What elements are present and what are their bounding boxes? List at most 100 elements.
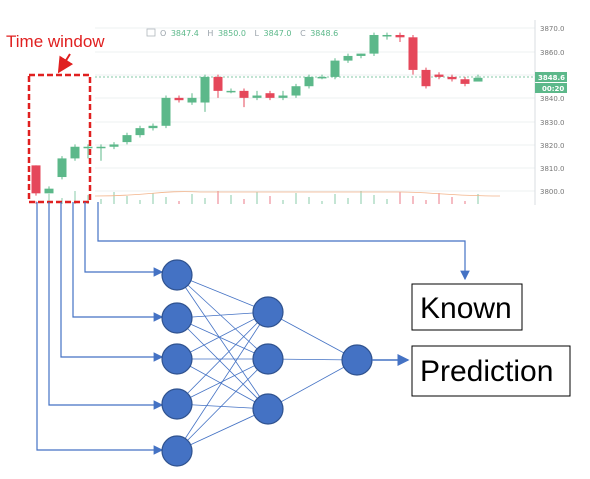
volume-bar	[321, 201, 322, 204]
volume-bar	[308, 197, 309, 204]
input-arrows	[37, 202, 465, 450]
hidden-node	[253, 344, 283, 374]
candle-body	[357, 54, 366, 56]
input-node	[162, 344, 192, 374]
candle-body	[214, 77, 223, 91]
y-tick: 3810.0	[540, 165, 565, 173]
candle-body	[318, 77, 327, 79]
input-arrow	[49, 202, 162, 405]
ohlc-low-value: 3847.0	[264, 29, 292, 38]
volume-bar	[217, 191, 218, 204]
price-tag-text: 3848.6	[538, 74, 565, 82]
known-box: Known	[412, 284, 522, 330]
candle-body	[149, 126, 158, 128]
input-node	[162, 389, 192, 419]
chart-grid	[95, 28, 535, 191]
volume-bar	[139, 200, 140, 204]
volume-bar	[126, 196, 127, 204]
candle-body	[292, 86, 301, 95]
volume-bar	[360, 191, 361, 204]
candle-body	[266, 93, 275, 98]
volume-bar	[373, 195, 374, 204]
candle-body	[396, 35, 405, 37]
candle-body	[448, 77, 457, 79]
ohlc-close-value: 3848.6	[310, 29, 338, 38]
volume-bar	[451, 197, 452, 204]
candle-body	[422, 70, 431, 86]
candle-body	[227, 91, 236, 93]
volume-bar	[269, 196, 270, 204]
hidden-node	[253, 394, 283, 424]
volume-bar	[178, 201, 179, 204]
volume-bar	[412, 196, 413, 204]
volume-bar	[438, 193, 439, 204]
input-arrow	[37, 202, 162, 450]
candle-body	[110, 144, 119, 146]
input-node	[162, 303, 192, 333]
candle-body	[32, 165, 41, 193]
ohlc-header: O 3847.4 H 3850.0 L 3847.0 C 3848.6	[147, 29, 338, 38]
prediction-box: Prediction	[412, 346, 570, 396]
camera-icon	[147, 29, 155, 36]
input-arrow	[73, 202, 162, 317]
volume-bar	[464, 201, 465, 204]
volume-bar	[295, 193, 296, 204]
candle-body	[279, 96, 288, 98]
candle-body	[331, 61, 340, 77]
volume-bar	[152, 193, 153, 204]
candle-body	[383, 35, 392, 37]
svg-text:O 3847.4 H: O 3847.4 H 3850.0 L 3847.0 C 3848.6	[160, 29, 338, 38]
price-chart: 3870.0 3860.0 3840.0 3830.0 3820.0 3810.…	[32, 20, 568, 205]
ohlc-close-key: C	[300, 29, 306, 38]
volume-bar	[347, 198, 348, 204]
volume-bar	[399, 192, 400, 204]
candle-body	[45, 189, 54, 194]
y-tick: 3830.0	[540, 119, 565, 127]
candles	[32, 33, 483, 196]
y-tick: 3820.0	[540, 142, 565, 150]
input-node	[162, 436, 192, 466]
ohlc-low-key: L	[255, 29, 260, 38]
volume-bar	[256, 192, 257, 204]
candle-body	[435, 75, 444, 77]
volume-bar	[191, 194, 192, 204]
volume-bar	[282, 200, 283, 204]
input-node	[162, 260, 192, 290]
volume-bars	[35, 191, 478, 204]
y-axis-ticks: 3870.0 3860.0 3840.0 3830.0 3820.0 3810.…	[540, 25, 565, 196]
candle-body	[162, 98, 171, 126]
hidden-node	[253, 297, 283, 327]
y-tick: 3840.0	[540, 95, 565, 103]
candle-body	[344, 56, 353, 61]
prediction-label: Prediction	[420, 355, 553, 388]
candle-body	[84, 147, 93, 149]
volume-bar	[165, 197, 166, 204]
volume-bar	[425, 200, 426, 204]
candle-body	[409, 37, 418, 70]
candle-body	[240, 91, 249, 98]
known-arrow	[98, 202, 465, 279]
ohlc-open-key: O	[160, 29, 166, 38]
ohlc-high-key: H	[207, 29, 213, 38]
volume-bar	[113, 192, 114, 204]
candle-body	[305, 77, 314, 86]
known-label: Known	[420, 292, 512, 325]
volume-bar	[100, 199, 101, 204]
volume-bar	[386, 199, 387, 204]
y-tick: 3800.0	[540, 188, 565, 196]
ohlc-open-value: 3847.4	[171, 29, 199, 38]
candle-body	[370, 35, 379, 54]
time-window-label: Time window	[6, 32, 105, 51]
input-arrow	[61, 202, 162, 357]
candle-body	[461, 79, 470, 84]
y-tick: 3870.0	[540, 25, 565, 33]
volume-bar	[204, 198, 205, 204]
candle-body	[474, 78, 483, 82]
time-tag-text: 00:20	[542, 85, 564, 93]
candle-body	[136, 128, 145, 135]
volume-bar	[334, 194, 335, 204]
volume-bar	[230, 195, 231, 204]
hidden-layer	[253, 297, 283, 424]
time-window-arrow	[60, 54, 70, 70]
